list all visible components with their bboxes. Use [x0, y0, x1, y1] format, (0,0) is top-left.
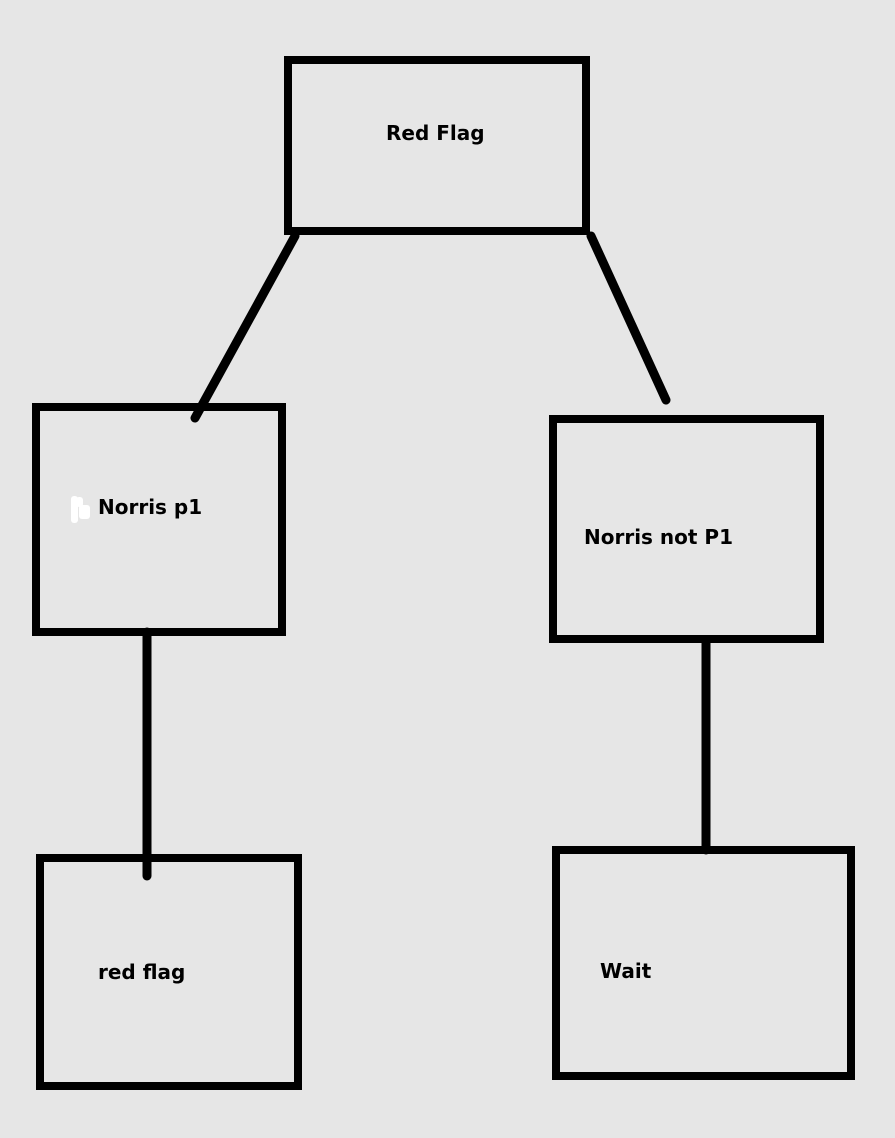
node-box-norris-not-p1 — [549, 415, 824, 643]
node-label-norris-not-p1: Norris not P1 — [584, 525, 733, 549]
white-smudge-icon — [71, 496, 90, 523]
node-box-red-flag-root — [284, 56, 590, 235]
node-label-wait: Wait — [600, 959, 652, 983]
node-labels: Red Flag Norris p1 Norris not P1 red fla… — [98, 121, 733, 984]
node-box-red-flag-leaf — [36, 854, 302, 1090]
node-label-red-flag-leaf: red flag — [98, 960, 185, 984]
edge-root-to-norris-p1 — [190, 231, 300, 423]
node-box-norris-p1 — [32, 403, 286, 636]
connectors — [142, 231, 711, 881]
node-label-norris-p1: Norris p1 — [98, 495, 202, 519]
node-label-red-flag-root: Red Flag — [386, 121, 485, 145]
node-box-wait — [552, 846, 855, 1080]
edge-root-to-norris-not-p1 — [586, 231, 671, 405]
node-boxes — [32, 56, 855, 1090]
